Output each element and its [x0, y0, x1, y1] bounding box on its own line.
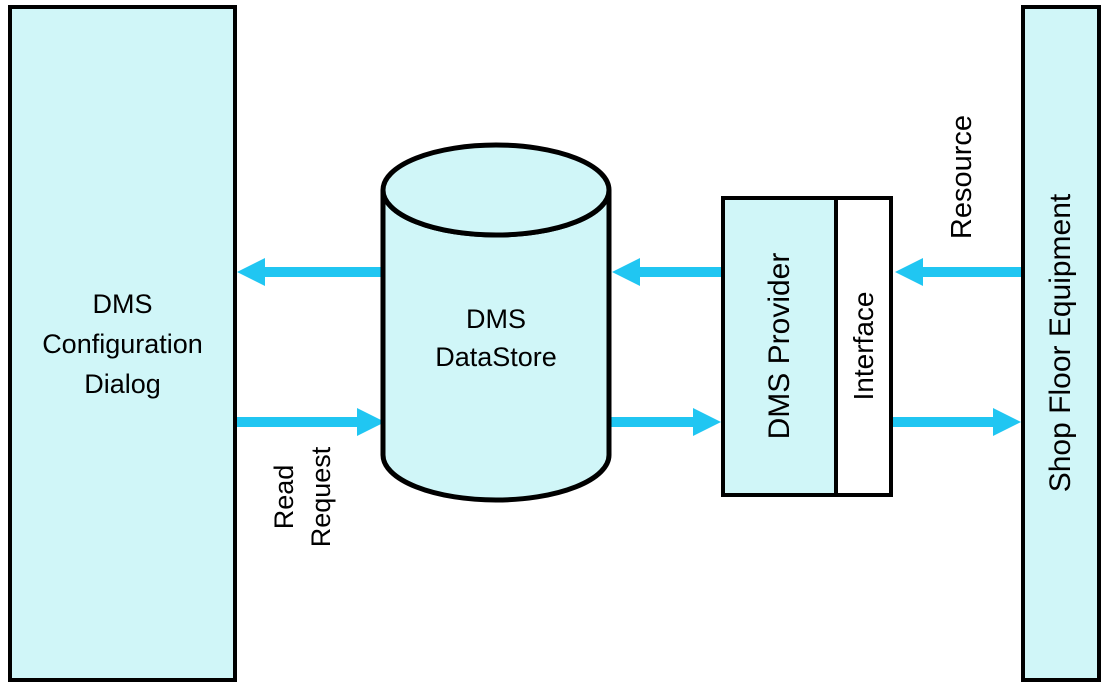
arrow-provider-to-datastore: [612, 258, 723, 286]
config-dialog-label: DMS Configuration Dialog: [42, 288, 203, 399]
read-request-edge-label: Read Request: [269, 446, 336, 548]
datastore-label: DMS DataStore: [435, 304, 557, 372]
config-dialog-node: DMS Configuration Dialog: [8, 5, 237, 682]
arrow-datastore-to-provider: [609, 408, 721, 436]
resource-edge-label: Resource: [946, 114, 978, 240]
provider-node: [721, 196, 893, 497]
arrow-config-dialog-to-datastore: [237, 408, 385, 436]
interface-label: Interface: [848, 291, 879, 401]
interface-section: [838, 200, 889, 493]
arrow-datastore-to-config-dialog: [237, 258, 385, 286]
provider-label: DMS Provider: [763, 252, 796, 440]
equipment-label: Shop Floor Equipment: [1044, 193, 1077, 493]
datastore-cylinder: [380, 142, 612, 503]
arrow-equipment-to-provider: [895, 258, 1021, 286]
arrow-provider-to-equipment: [893, 408, 1021, 436]
equipment-node: [1021, 5, 1101, 682]
provider-section: [725, 200, 838, 493]
datastore-cylinder-top: [380, 142, 612, 238]
